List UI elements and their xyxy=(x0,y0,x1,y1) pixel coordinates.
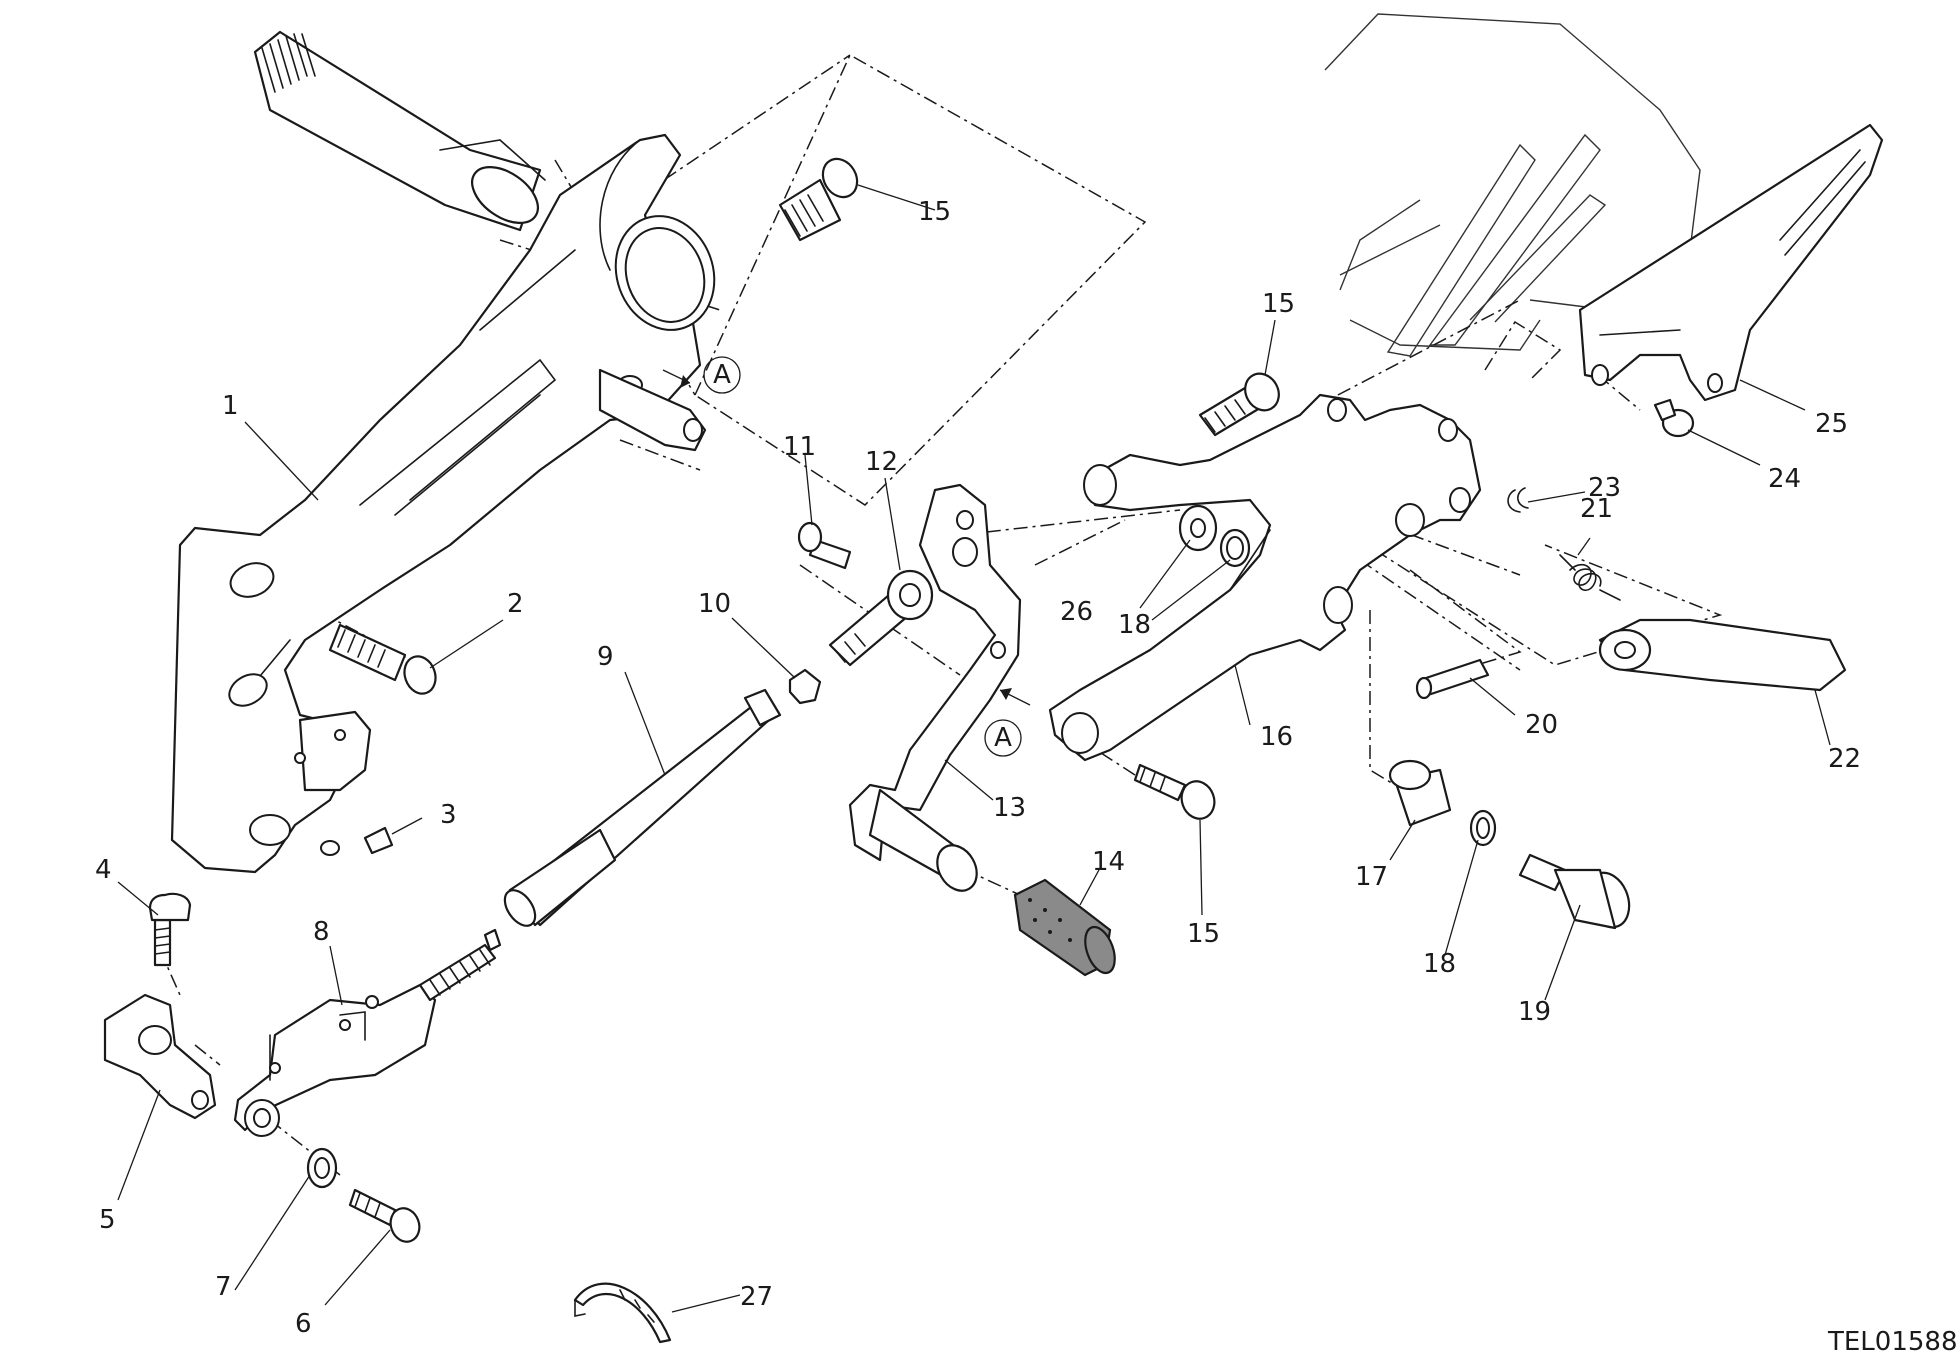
part-15-bolt-lower xyxy=(1133,763,1216,820)
callout-18-lower: 18 xyxy=(1423,949,1456,979)
callout-20: 20 xyxy=(1525,710,1558,740)
part-18-oring-upper xyxy=(1219,528,1251,568)
callout-22: 22 xyxy=(1828,744,1861,774)
part-1-rider-footrest-bracket xyxy=(170,133,716,874)
part-27-cable-tie xyxy=(573,1282,672,1344)
callout-4: 4 xyxy=(95,855,112,885)
drawing-code: TEL01588 xyxy=(1827,1327,1958,1355)
part-20-pin xyxy=(1415,658,1490,700)
part-7-washer xyxy=(306,1147,338,1189)
part-2-bolt xyxy=(328,623,437,695)
part-21-spring xyxy=(1559,554,1621,601)
callout-26: 26 xyxy=(1060,597,1093,627)
callout-8: 8 xyxy=(313,917,330,947)
callout-24: 24 xyxy=(1768,464,1801,494)
callout-13: 13 xyxy=(993,793,1026,823)
part-14-rubber-pad xyxy=(1013,878,1116,977)
callout-15-upper-right: 15 xyxy=(1262,289,1295,319)
callout-25: 25 xyxy=(1815,409,1848,439)
part-3-plug xyxy=(363,826,394,855)
callout-5: 5 xyxy=(99,1205,116,1235)
callout-14: 14 xyxy=(1092,847,1125,877)
callout-7: 7 xyxy=(215,1272,232,1302)
part-26-washer xyxy=(1178,504,1218,552)
reference-marker-a-lower: A xyxy=(984,688,1031,757)
reference-marker-label: A xyxy=(994,723,1012,753)
callout-1: 1 xyxy=(222,391,239,421)
part-19-pivot-bolt xyxy=(1518,853,1631,930)
callout-9: 9 xyxy=(597,642,614,672)
part-18-oring-lower xyxy=(1469,809,1497,847)
part-10-nut xyxy=(788,668,822,705)
reference-marker-label: A xyxy=(713,360,731,390)
part-5-clamp xyxy=(103,993,217,1120)
callout-11: 11 xyxy=(783,432,816,462)
part-15-bolt-top xyxy=(778,157,859,242)
callout-21: 21 xyxy=(1580,494,1613,524)
footpeg-pin xyxy=(253,30,546,232)
callout-19: 19 xyxy=(1518,997,1551,1027)
callout-15-lower: 15 xyxy=(1187,919,1220,949)
part-23-clip xyxy=(1507,487,1529,513)
part-9-shift-rod xyxy=(503,688,782,927)
reference-marker-a-upper: A xyxy=(662,356,741,394)
callout-6: 6 xyxy=(295,1309,312,1339)
callout-2: 2 xyxy=(507,589,524,619)
part-13-gear-lever xyxy=(848,483,1022,892)
part-24-screw xyxy=(1653,398,1695,438)
part-6-bolt xyxy=(348,1188,421,1243)
callout-labels: 1 2 3 4 5 6 7 8 9 10 11 12 13 14 15 15 1… xyxy=(95,197,1861,1339)
threaded-shaft xyxy=(418,928,502,1002)
callout-10: 10 xyxy=(698,589,731,619)
callout-27: 27 xyxy=(740,1282,773,1312)
part-25-heel-guard xyxy=(1578,123,1884,402)
callout-leaders xyxy=(117,184,1831,1313)
callout-3: 3 xyxy=(440,800,457,830)
callout-15-top: 15 xyxy=(918,197,951,227)
callout-17: 17 xyxy=(1355,862,1388,892)
part-8-shift-sensor xyxy=(233,983,437,1137)
part-22-passenger-footpeg xyxy=(1598,618,1847,692)
callout-23: 23 xyxy=(1588,473,1621,503)
callout-16: 16 xyxy=(1260,722,1293,752)
part-4-bolt xyxy=(148,892,192,967)
part-11-bolt xyxy=(797,521,852,570)
callout-18-upper: 18 xyxy=(1118,610,1151,640)
callout-12: 12 xyxy=(865,447,898,477)
part-17-spacer xyxy=(1388,759,1452,827)
part-12-rod-end xyxy=(828,569,934,667)
part-16-footrest-support xyxy=(1048,393,1482,762)
part-15-bolt-upper-right xyxy=(1198,372,1280,437)
